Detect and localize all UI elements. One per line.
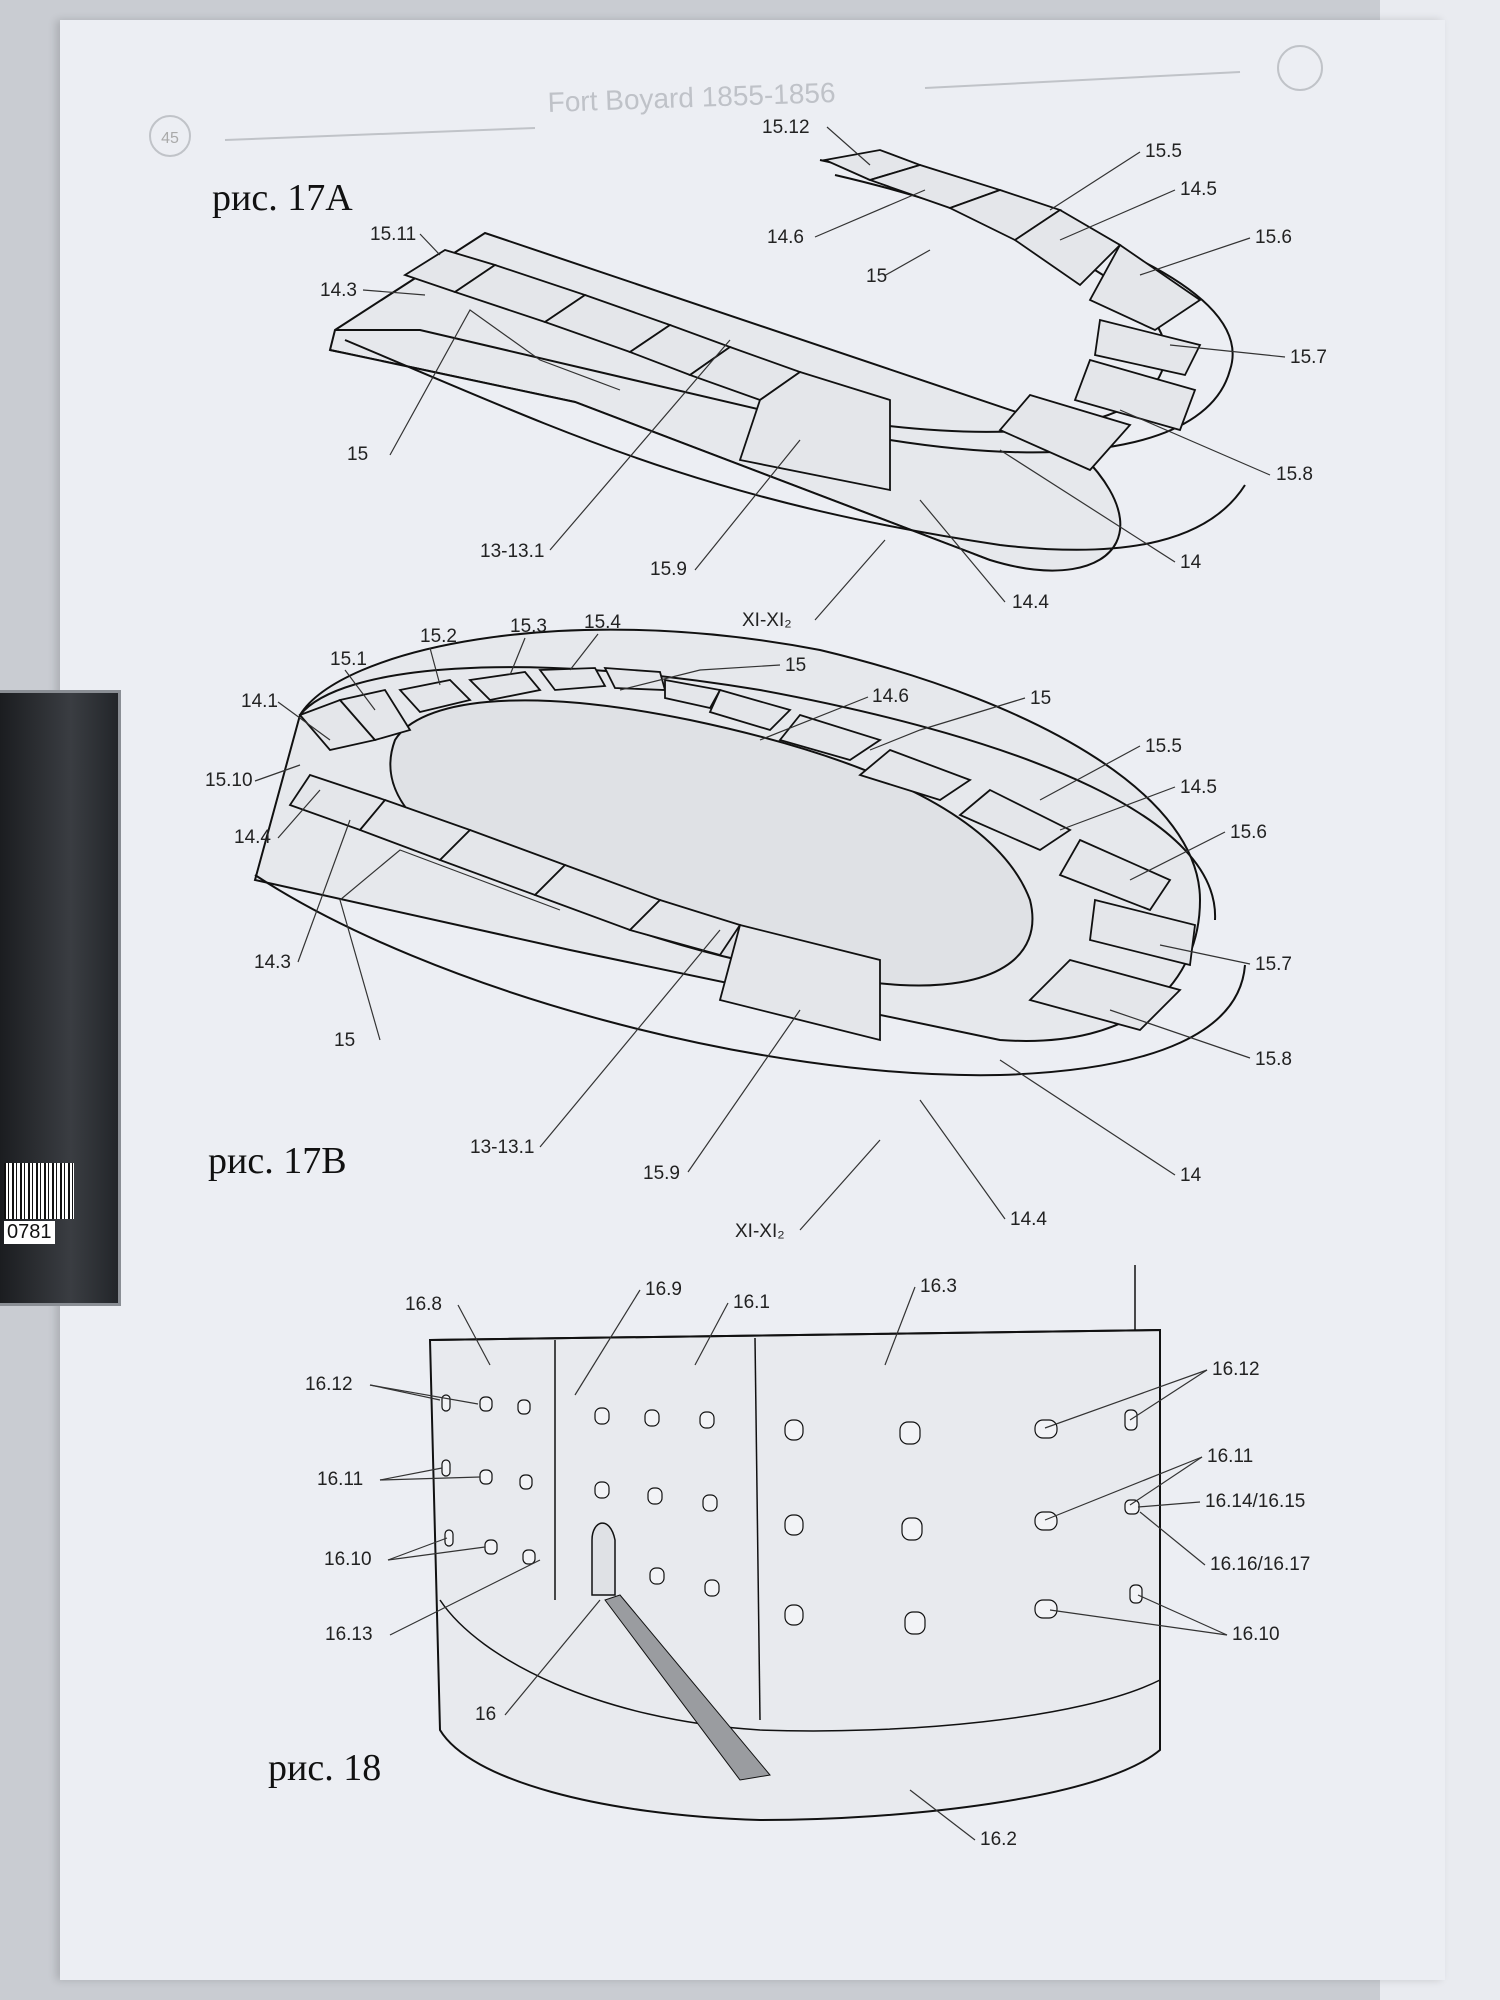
label-14.6: 14.6 xyxy=(767,227,804,248)
label-16.11-a: 16.11 xyxy=(317,1469,363,1490)
label-15.12: 15.12 xyxy=(762,117,810,138)
label-15.2: 15.2 xyxy=(420,626,457,647)
barcode-icon xyxy=(4,1163,74,1219)
label-13-13.1: 13-13.1 xyxy=(480,541,544,562)
label-16.9: 16.9 xyxy=(645,1279,682,1300)
label-16.16-16.17: 16.16/16.17 xyxy=(1210,1554,1310,1575)
figure-17b-labels: рис. 17B 15.2 15.3 15.4 15.1 15 14.1 14.… xyxy=(205,612,1292,1242)
figure-18 xyxy=(428,1265,1161,1822)
label-16.12-b: 16.12 xyxy=(1212,1359,1260,1380)
label-15.8-b: 15.8 xyxy=(1255,1049,1292,1070)
cd-case: 0781 xyxy=(0,690,121,1306)
label-13-13.1-b: 13-13.1 xyxy=(470,1137,534,1158)
label-15.8: 15.8 xyxy=(1276,464,1313,485)
label-14-b: 14 xyxy=(1180,1165,1202,1186)
label-15.11: 15.11 xyxy=(370,224,416,245)
label-15-d: 15 xyxy=(1030,688,1051,709)
label-15.3: 15.3 xyxy=(510,616,547,637)
label-XI-XI2: XI-XI₂ xyxy=(742,610,792,631)
figure-17a-labels: рис. 17A 15.12 15.5 14.5 15.6 15.11 14.6… xyxy=(212,117,1327,631)
figure-17a xyxy=(328,149,1246,572)
label-15-c: 15 xyxy=(785,655,806,676)
label-15.5: 15.5 xyxy=(1145,141,1182,162)
label-14.4-b: 14.4 xyxy=(1010,1209,1047,1230)
label-14: 14 xyxy=(1180,552,1202,573)
label-14.1: 14.1 xyxy=(241,691,278,712)
label-15.1: 15.1 xyxy=(330,649,367,670)
label-15.5-b: 15.5 xyxy=(1145,736,1182,757)
figure-17b xyxy=(253,628,1246,1077)
label-16.8: 16.8 xyxy=(405,1294,442,1315)
label-14.5: 14.5 xyxy=(1180,179,1217,200)
label-15.9-b: 15.9 xyxy=(643,1163,680,1184)
label-15.10: 15.10 xyxy=(205,770,253,791)
label-16.2: 16.2 xyxy=(980,1829,1017,1850)
label-14.3-b: 14.3 xyxy=(254,952,291,973)
page-number: 45 xyxy=(161,130,179,147)
label-14.6-b: 14.6 xyxy=(872,686,909,707)
label-15.7-b: 15.7 xyxy=(1255,954,1292,975)
label-15.9: 15.9 xyxy=(650,559,687,580)
page-number-badge xyxy=(149,115,191,157)
label-16.11-b: 16.11 xyxy=(1207,1446,1253,1467)
label-16.14-16.15: 16.14/16.15 xyxy=(1205,1491,1305,1512)
label-16.10-a: 16.10 xyxy=(324,1549,372,1570)
case-code: 0781 xyxy=(4,1221,55,1244)
page-title: Fort Boyard 1855-1856 xyxy=(547,77,836,118)
figure-18-labels: рис. 18 16.9 16.1 16.3 16.8 16.12 16.12 … xyxy=(268,1276,1310,1850)
label-16: 16 xyxy=(475,1704,496,1725)
label-15-e: 15 xyxy=(334,1030,355,1051)
label-15.7: 15.7 xyxy=(1290,347,1327,368)
figure-17b-caption: рис. 17B xyxy=(208,1140,347,1182)
label-14.5-b: 14.5 xyxy=(1180,777,1217,798)
label-16.10-b: 16.10 xyxy=(1232,1624,1280,1645)
label-15.4: 15.4 xyxy=(584,612,621,633)
label-16.13: 16.13 xyxy=(325,1624,373,1645)
label-15.6: 15.6 xyxy=(1255,227,1292,248)
label-14.4-a: 14.4 xyxy=(234,827,271,848)
label-16.3: 16.3 xyxy=(920,1276,957,1297)
label-16.1: 16.1 xyxy=(733,1292,770,1313)
label-15.6-b: 15.6 xyxy=(1230,822,1267,843)
label-15-b: 15 xyxy=(347,444,368,465)
figure-17a-caption: рис. 17A xyxy=(212,177,353,219)
logo-icon xyxy=(1277,45,1323,91)
label-15-a: 15 xyxy=(866,266,887,287)
figure-18-caption: рис. 18 xyxy=(268,1747,381,1789)
label-14.4: 14.4 xyxy=(1012,592,1049,613)
label-16.12-a: 16.12 xyxy=(305,1374,353,1395)
label-14.3: 14.3 xyxy=(320,280,357,301)
label-XI-XI2-b: XI-XI₂ xyxy=(735,1221,785,1242)
